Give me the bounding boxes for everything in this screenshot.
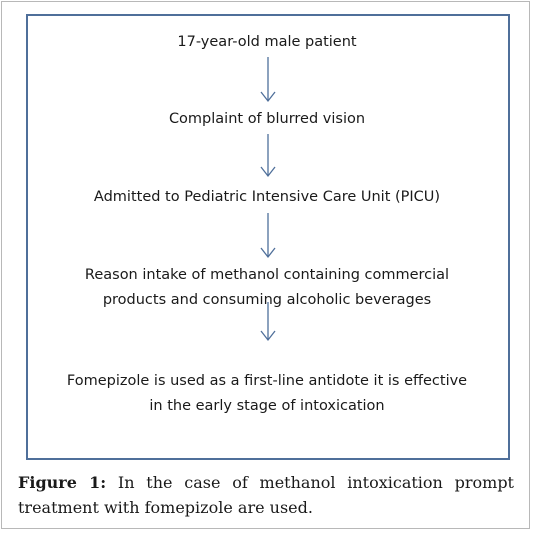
arrow-1	[260, 57, 276, 103]
figure-caption: Figure 1: In the case of methanol intoxi…	[18, 470, 514, 520]
step-reason-line-2: products and consuming alcoholic beverag…	[102, 292, 432, 308]
caption-label: Figure 1:	[18, 473, 107, 492]
step-fomepizole: Fomepizole is used as a first-line antid…	[28, 369, 506, 419]
step-fomepizole-line-2: in the early stage of intoxication	[149, 398, 385, 414]
arrow-3	[260, 213, 276, 259]
step-reason: Reason intake of methanol containing com…	[28, 263, 506, 313]
step-patient-text: 17-year-old male patient	[177, 34, 357, 50]
arrow-2	[260, 134, 276, 178]
figure-frame	[1, 1, 530, 529]
flowchart-border	[26, 14, 510, 460]
step-complaint-text: Complaint of blurred vision	[168, 111, 366, 127]
step-complaint: Complaint of blurred vision	[28, 107, 506, 132]
arrow-4	[260, 302, 276, 342]
caption-text: In the case of methanol intoxication pro…	[18, 473, 514, 517]
step-fomepizole-line-1: Fomepizole is used as a first-line antid…	[66, 373, 468, 389]
step-reason-line-1: Reason intake of methanol containing com…	[84, 267, 450, 283]
step-admitted-text: Admitted to Pediatric Intensive Care Uni…	[93, 189, 441, 205]
step-patient: 17-year-old male patient	[28, 30, 506, 55]
step-admitted: Admitted to Pediatric Intensive Care Uni…	[28, 185, 506, 210]
